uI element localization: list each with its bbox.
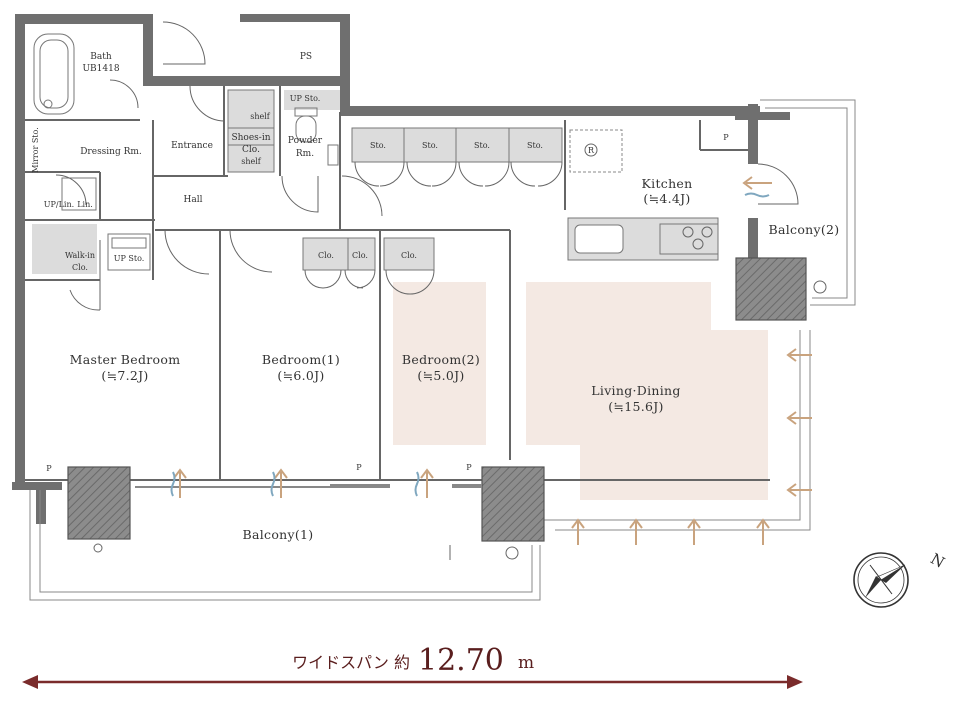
pipe-shaft-master (67, 466, 131, 540)
drain-icon (813, 280, 827, 294)
shelf-bottom-label: shelf (241, 157, 262, 166)
clo-label: Clo. (318, 251, 334, 260)
clo-label: Clo. (401, 251, 417, 260)
kitchen-size: (≒4.4J) (643, 191, 690, 206)
span-label: ワイドスパン 約 (292, 653, 410, 672)
bath-unit-label: UB1418 (82, 64, 119, 74)
balcony-outlines (29, 99, 856, 601)
powder-label-2: Rm. (296, 149, 314, 159)
fridge-icon (584, 143, 598, 157)
p-label: P (723, 133, 729, 142)
shoes-in-closet (228, 90, 274, 172)
span-dimension: ワイドスパン 約 12.70 m (22, 643, 803, 689)
clo-label: Clo. (352, 251, 368, 260)
compass-north-label: N (927, 550, 947, 572)
shelf-top-label: shelf (250, 112, 271, 121)
sto-label: Sto. (527, 141, 543, 150)
hall-label: Hall (184, 195, 203, 205)
pipe-shaft-kitchen (735, 257, 807, 321)
shoes-in-label-2: Clo. (242, 145, 260, 155)
entrance-label: Entrance (171, 141, 213, 151)
closet-bedroom2 (384, 238, 434, 270)
walkin-label-1: Walk-in (65, 251, 95, 260)
span-arrow-right-icon (787, 675, 803, 689)
powder-label-1: Powder (288, 136, 323, 146)
balcony2-label: Balcony(2) (769, 222, 840, 237)
powder-storage (284, 90, 340, 110)
lin-label: Lin. (77, 200, 93, 209)
bedroom2-size: (≒5.0J) (417, 368, 464, 383)
kitchen-counter (567, 217, 719, 261)
up-sto-powder-label: UP Sto. (290, 94, 321, 103)
bedroom2-label: Bedroom(2) (402, 352, 480, 367)
powder-sink (327, 144, 339, 166)
bedroom1-label: Bedroom(1) (262, 352, 340, 367)
washer-top (111, 237, 147, 249)
p-label: P (356, 463, 362, 472)
ps-label: PS (300, 52, 312, 62)
window-sliders (135, 484, 482, 488)
sto-label: Sto. (474, 141, 490, 150)
toilet (294, 107, 318, 143)
outer-walls (12, 14, 790, 524)
fridge-label: R (588, 146, 595, 155)
bath-label: Bath (90, 52, 112, 62)
master-bedroom-size: (≒7.2J) (101, 368, 148, 383)
closet-bedroom1 (303, 238, 375, 270)
walkin-label-2: Clo. (72, 263, 88, 272)
kitchen-label: Kitchen (642, 176, 693, 191)
fridge-space (569, 129, 623, 173)
span-arrow-left-icon (22, 675, 38, 689)
ventilation-arrows (170, 176, 812, 545)
pipe-shaft-living (481, 466, 545, 542)
living-floor-area (526, 282, 768, 500)
shoes-in-label-1: Shoes-in (231, 133, 270, 143)
p-label: P (46, 464, 52, 473)
drain-icon (93, 543, 103, 553)
mirror-sto-label: Mirror Sto. (31, 127, 40, 173)
sto-label: Sto. (370, 141, 386, 150)
dressing-sink (61, 177, 97, 211)
up-lin-label: UP/Lin. (44, 200, 74, 209)
laundry-area (32, 224, 97, 274)
drain-icon (505, 546, 519, 560)
span-value: 12.70 (418, 643, 504, 678)
span-unit: m (518, 653, 534, 673)
up-sto-laundry-label: UP Sto. (114, 254, 145, 263)
compass-icon: N (853, 550, 948, 608)
storage-row (351, 127, 563, 163)
room-labels: Bath UB1418 PS Dressing Rm. Mirror Sto. … (31, 52, 839, 542)
sto-label: Sto. (422, 141, 438, 150)
master-bedroom-label: Master Bedroom (70, 352, 181, 367)
p-label: P (466, 463, 472, 472)
living-dining-size: (≒15.6J) (608, 399, 663, 414)
bathtub (33, 33, 75, 115)
interior-walls (25, 86, 770, 481)
washer-box (107, 233, 151, 271)
balcony1-label: Balcony(1) (243, 527, 314, 542)
living-dining-label: Living·Dining (591, 383, 680, 398)
dressing-label: Dressing Rm. (80, 147, 142, 157)
door-swings (55, 21, 799, 560)
bedroom1-size: (≒6.0J) (277, 368, 324, 383)
bedroom2-floor-area (393, 282, 486, 445)
